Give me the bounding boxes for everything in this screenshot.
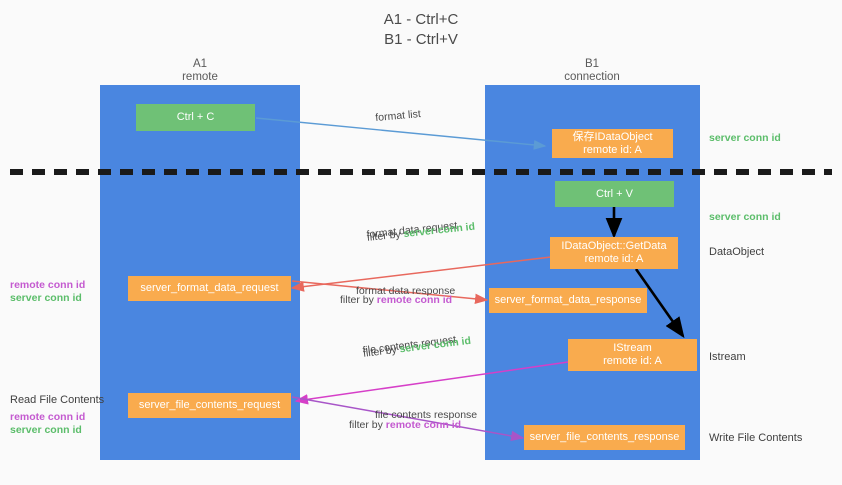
filter-value-remote-conn-id: remote conn id bbox=[376, 294, 453, 306]
lane-b1-sublabel: connection bbox=[564, 71, 620, 83]
lane-header-b1: B1 connection bbox=[492, 58, 692, 84]
node-save-idataobject-line1: 保存IDataObject bbox=[572, 130, 653, 143]
node-ctrl-c-label: Ctrl + C bbox=[176, 111, 215, 123]
edge-label-format-data-response-filter: filter by remote conn id bbox=[340, 294, 452, 307]
filter-prefix: filter by bbox=[340, 294, 377, 306]
node-getdata-line2: remote id: A bbox=[584, 253, 644, 265]
node-istream-line1: IStream bbox=[613, 342, 652, 354]
edge-label-file-contents-response: file contents response bbox=[375, 409, 478, 421]
edge-label-file-contents-response-group: file contents response filter by remote … bbox=[349, 409, 487, 432]
right-label-write-file-contents: Write File Contents bbox=[709, 432, 803, 444]
left-label-remote-conn-id-1: remote conn id bbox=[10, 279, 86, 291]
right-label-server-conn-id-top: server conn id bbox=[709, 132, 781, 144]
left-label-server-conn-id-1: server conn id bbox=[10, 292, 82, 304]
node-server-format-data-response-label: server_format_data_response bbox=[494, 294, 642, 306]
title-line-2: B1 - Ctrl+V bbox=[384, 31, 458, 48]
edge-label-file-contents-response-filter: filter by remote conn id bbox=[349, 419, 461, 432]
node-server-format-data-request[interactable]: server_format_data_request bbox=[128, 276, 291, 301]
node-server-file-contents-response-label: server_file_contents_response bbox=[529, 431, 680, 443]
node-server-format-data-response[interactable]: server_format_data_response bbox=[489, 288, 647, 313]
node-ctrl-c[interactable]: Ctrl + C bbox=[136, 104, 255, 131]
node-server-format-data-request-label: server_format_data_request bbox=[140, 282, 279, 294]
edge-label-format-data-response-group: format data response filter by remote co… bbox=[340, 285, 468, 307]
right-label-istream: Istream bbox=[709, 351, 746, 363]
left-label-read-file-contents: Read File Contents bbox=[10, 394, 105, 406]
filter-prefix: filter by bbox=[366, 228, 405, 244]
edge-label-format-data-request-group: format data request filter by server con… bbox=[366, 218, 476, 245]
filter-value-remote-conn-id: remote conn id bbox=[385, 419, 462, 431]
filter-prefix: filter by bbox=[349, 419, 386, 431]
left-label-server-conn-id-2: server conn id bbox=[10, 424, 82, 436]
node-server-file-contents-request[interactable]: server_file_contents_request bbox=[128, 393, 291, 418]
lane-header-a1: A1 remote bbox=[100, 58, 300, 84]
node-istream[interactable]: IStream remote id: A bbox=[568, 339, 697, 371]
edge-label-format-data-response: format data response bbox=[356, 285, 456, 297]
left-label-remote-conn-id-2: remote conn id bbox=[10, 411, 86, 423]
node-getdata-line1: IDataObject::GetData bbox=[561, 240, 667, 252]
lane-a1-sublabel: remote bbox=[182, 71, 218, 83]
right-label-server-conn-id-second: server conn id bbox=[709, 211, 781, 223]
right-label-dataobject: DataObject bbox=[709, 246, 765, 258]
lane-a1-name: A1 bbox=[192, 58, 208, 70]
title-line-1: A1 - Ctrl+C bbox=[383, 11, 459, 28]
node-server-file-contents-request-label: server_file_contents_request bbox=[138, 399, 281, 411]
lane-b1-name: B1 bbox=[584, 58, 600, 70]
diagram-title: A1 - Ctrl+C B1 - Ctrl+V bbox=[0, 10, 842, 50]
node-ctrl-v-label: Ctrl + V bbox=[596, 187, 633, 200]
node-istream-line2: remote id: A bbox=[603, 355, 662, 367]
node-save-idataobject[interactable]: 保存IDataObject remote id: A bbox=[552, 129, 673, 158]
edge-label-file-contents-request-group: file contents request filter by server c… bbox=[362, 332, 472, 361]
node-idataobject-getdata[interactable]: IDataObject::GetData remote id: A bbox=[550, 237, 678, 269]
node-ctrl-v[interactable]: Ctrl + V bbox=[555, 181, 674, 207]
node-server-file-contents-response[interactable]: server_file_contents_response bbox=[524, 425, 685, 450]
node-save-idataobject-line2: remote id: A bbox=[583, 143, 642, 156]
edge-label-format-list: format list bbox=[374, 108, 422, 125]
